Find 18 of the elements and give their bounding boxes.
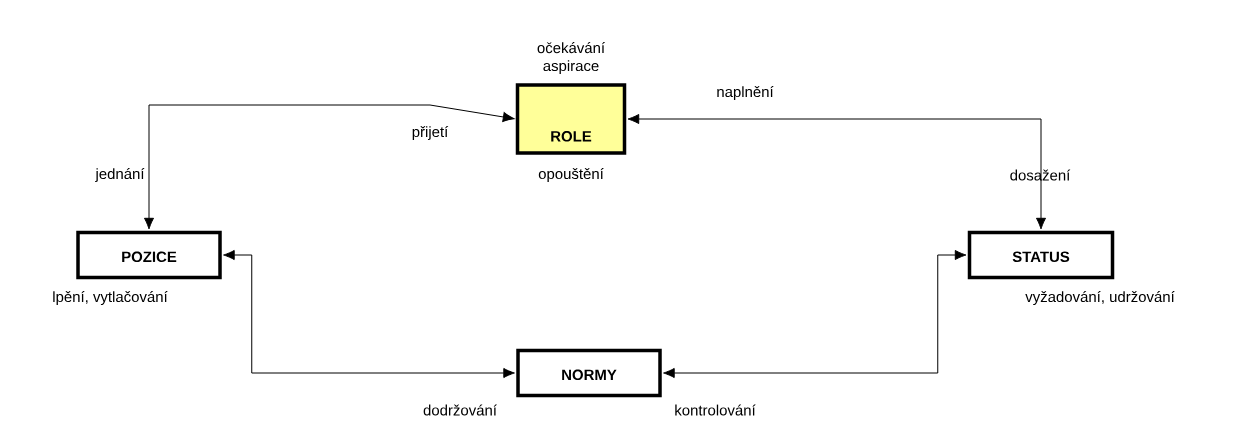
box-label: POZICE (122, 251, 177, 263)
edge-label: naplnění (715, 84, 775, 102)
box-label: STATUS (1012, 251, 1070, 263)
edge-label: dodržování (422, 403, 498, 417)
note: lpění, vytlačování (53, 290, 168, 306)
arrow (223, 249, 515, 379)
arrow (143, 104, 515, 230)
box-label: ROLE (551, 131, 592, 142)
box-label: NORMY (562, 369, 617, 381)
arrow (627, 113, 1047, 230)
note: vyžadování, udržování (1025, 290, 1175, 306)
edge-label: kontrolování (673, 403, 757, 417)
edge-label: přijetí (410, 124, 450, 142)
note: opouštění (538, 167, 604, 183)
text-label: jednání (95, 167, 145, 183)
text-label: dosažení (1010, 169, 1071, 181)
arrow (663, 249, 967, 379)
heading: očekávání aspirace (537, 42, 605, 75)
